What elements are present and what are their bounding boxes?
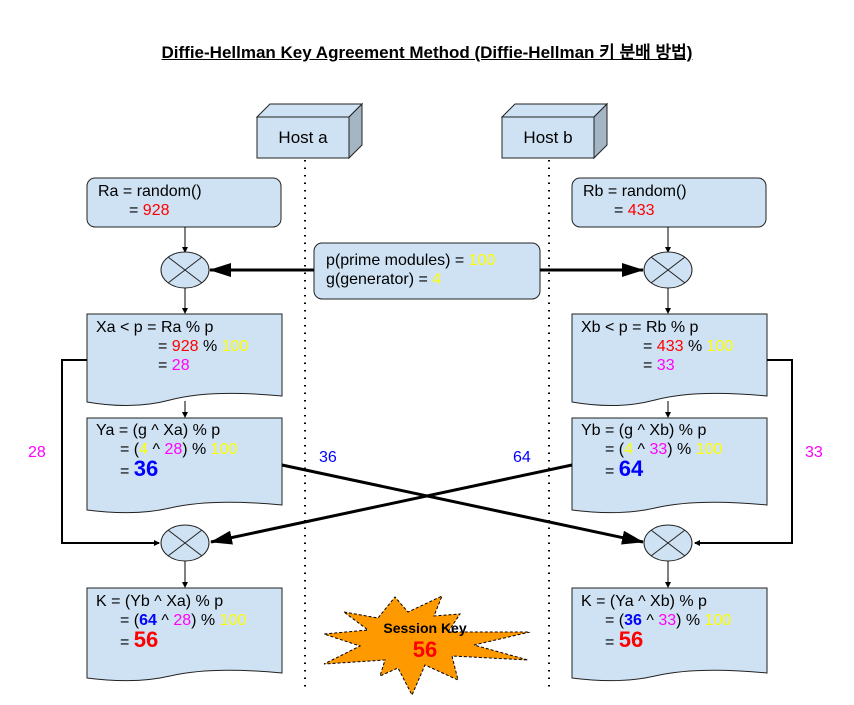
ra-value: 928 (142, 202, 170, 219)
edge-yb-to-a (210, 463, 573, 545)
diagram-title: Diffie-Hellman Key Agreement Method (Dif… (161, 43, 693, 62)
edge-label-ya: 36 (319, 449, 337, 466)
xor-a-top-icon (160, 251, 210, 289)
key-b-text: K = (Ya ^ Xb) % p = (36 ^ 33) % 100 = 56 (581, 593, 732, 652)
p-value: 100 (468, 252, 496, 269)
key-a-text: K = (Yb ^ Xa) % p = (64 ^ 28) % 100 = 56 (96, 593, 247, 652)
session-key-burst-icon (323, 595, 531, 697)
xor-b-bottom-icon (643, 524, 693, 562)
host-b-node (500, 102, 609, 160)
yb-value: 64 (618, 456, 644, 481)
xa-text: Xa < p = Ra % p = 928 % 100 = 28 (96, 319, 249, 374)
xb-value: 33 (656, 357, 675, 374)
xb-text: Xb < p = Rb % p = 433 % 100 = 33 (581, 319, 734, 374)
ya-value: 36 (133, 456, 159, 481)
ya-text: Ya = (g ^ Xa) % p = (4 ^ 28) % 100 = 36 (96, 422, 238, 481)
g-value: 4 (432, 271, 442, 288)
edge-ya-to-b (281, 463, 644, 545)
session-key-value: 56 (412, 637, 438, 662)
params-text: p(prime modules) = 100 g(generator) = 4 (326, 252, 496, 288)
rb-text: Rb = random() = 433 (583, 183, 687, 219)
session-key-label: Session Key (383, 620, 467, 636)
host-b-label: Host b (523, 128, 573, 147)
key-b-value: 56 (618, 627, 644, 652)
key-a-value: 56 (133, 627, 159, 652)
edge-label-yb: 64 (513, 449, 531, 466)
host-a-node (255, 102, 364, 160)
box-xb (571, 313, 768, 406)
box-rb (571, 177, 767, 228)
box-xa (86, 313, 283, 406)
edge-label-xb: 33 (805, 444, 823, 461)
rb-value: 433 (627, 202, 655, 219)
box-ra (86, 177, 282, 228)
box-key-b (571, 587, 768, 682)
box-ya (86, 417, 283, 514)
host-a-label: Host a (278, 128, 328, 147)
xor-a-bottom-icon (160, 524, 210, 562)
xor-b-top-icon (643, 251, 693, 289)
box-yb (571, 417, 768, 514)
ra-text: Ra = random() = 928 (98, 183, 202, 219)
box-key-a (86, 587, 283, 682)
yb-text: Yb = (g ^ Xb) % p = (4 ^ 33) % 100 = 64 (581, 422, 723, 481)
edge-label-xa: 28 (28, 444, 46, 461)
xa-value: 28 (171, 357, 190, 374)
